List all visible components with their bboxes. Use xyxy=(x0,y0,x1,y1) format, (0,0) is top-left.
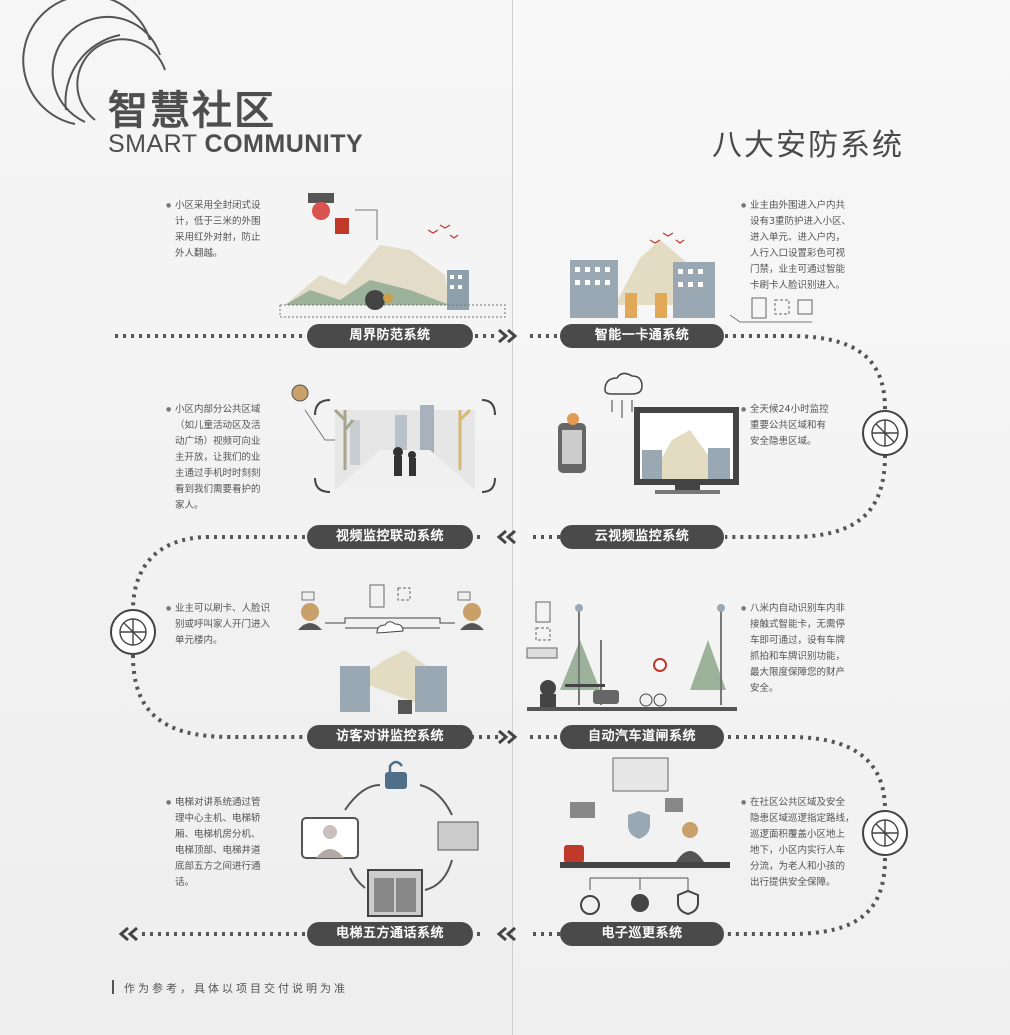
desc-line: 主开放，让我们的业 xyxy=(175,452,261,463)
desc-line: 最大限度保障您的财产 xyxy=(750,667,846,678)
page-heading: 八大安防系统 xyxy=(712,128,904,163)
system-desc-patrol: 在社区公共区域及安全 隐患区域巡逻指定路线， 巡逻面积覆盖小区地上 地下，小区内… xyxy=(741,795,875,891)
gate-scene xyxy=(526,601,737,711)
system-label-smartcard: 智能一卡通系统 xyxy=(560,324,724,348)
elevator-scene xyxy=(301,760,479,917)
intercom-scene xyxy=(298,584,484,714)
desc-line: 卡刷卡人脸识别进入。 xyxy=(750,280,846,291)
brand-title-en: SMART COMMUNITY xyxy=(108,130,363,159)
desc-line: 重要公共区域和有 xyxy=(750,420,827,431)
desc-line: 底部五方之间进行通 xyxy=(175,861,261,872)
desc-line: 厢、电梯机房分机、 xyxy=(175,829,261,840)
perimeter-scene xyxy=(279,193,506,318)
desc-line: 采用红外对射，防止 xyxy=(175,232,261,243)
desc-line: 外人翻越。 xyxy=(175,248,223,259)
system-label-perimeter: 周界防范系统 xyxy=(307,324,473,348)
page-divider xyxy=(512,0,513,1035)
patrol-scene xyxy=(560,757,730,916)
system-label-video-linkage: 视频监控联动系统 xyxy=(307,525,473,549)
desc-line: 门禁，业主可通过智能 xyxy=(750,264,846,275)
system-label-elevator: 电梯五方通话系统 xyxy=(307,922,473,946)
desc-line: 业主可以刷卡、人脸识 xyxy=(175,603,271,614)
system-label-barrier-gate: 自动汽车道闸系统 xyxy=(560,725,724,749)
desc-line: 进入单元、进入户内， xyxy=(750,232,846,243)
system-desc-smartcard: 业主由外围进入户内共 设有3重防护进入小区、 进入单元、进入户内， 人行入口设置… xyxy=(741,198,880,294)
desc-line: 看到我们需要看护的 xyxy=(175,484,261,495)
system-desc-cloud-video: 全天候24小时监控 重要公共区域和有 安全隐患区域。 xyxy=(741,402,860,450)
desc-line: 地下，小区内实行人车 xyxy=(750,845,846,856)
smartcard-scene xyxy=(570,232,813,323)
desc-line: 车即可通过，设有车牌 xyxy=(750,635,846,646)
system-label-patrol: 电子巡更系统 xyxy=(560,922,724,946)
desc-line: 设有3重防护进入小区、 xyxy=(750,216,852,227)
system-label-visitor-intercom: 访客对讲监控系统 xyxy=(307,725,473,749)
desc-line: 安全隐患区域。 xyxy=(750,436,817,447)
footnote: 作为参考，具体以项目交付说明为准 xyxy=(124,982,348,995)
desc-line: 业主由外围进入户内共 xyxy=(750,200,846,211)
dotted-route xyxy=(115,334,887,936)
desc-line: 动广场）视频可向业 xyxy=(175,436,261,447)
desc-line: （如儿童活动区及活 xyxy=(175,420,261,431)
desc-line: 巡逻面积覆盖小区地上 xyxy=(750,829,846,840)
desc-line: 理中心主机、电梯轿 xyxy=(175,813,261,824)
desc-line: 接触式智能卡，无需停 xyxy=(750,619,846,630)
video-linkage-scene xyxy=(291,384,496,493)
chevron-icons xyxy=(118,328,518,942)
desc-line: 八米内自动识别车内非 xyxy=(750,603,846,614)
system-desc-visitor-intercom: 业主可以刷卡、人脸识 别或呼叫家人开门进入 单元楼内。 xyxy=(166,601,290,649)
desc-line: 别或呼叫家人开门进入 xyxy=(175,619,271,630)
system-label-cloud-video: 云视频监控系统 xyxy=(560,525,724,549)
desc-line: 分流，为老人和小孩的 xyxy=(750,861,846,872)
desc-line: 安全。 xyxy=(750,683,779,694)
desc-line: 家人。 xyxy=(175,500,204,511)
desc-line: 话。 xyxy=(175,877,195,888)
desc-line: 人行入口设置彩色可视 xyxy=(750,248,846,259)
system-desc-perimeter: 小区采用全封闭式设 计，低于三米的外围 采用红外对射，防止 外人翻越。 xyxy=(166,198,285,262)
footnote-bar xyxy=(112,980,114,994)
desc-line: 小区内部分公共区域 xyxy=(175,404,261,415)
desc-line: 计，低于三米的外围 xyxy=(175,216,261,227)
desc-line: 出行提供安全保障。 xyxy=(750,877,836,888)
logo-arcs-icon xyxy=(22,0,166,125)
system-desc-barrier-gate: 八米内自动识别车内非 接触式智能卡，无需停 车即可通过，设有车牌 抓拍和车牌识别… xyxy=(741,601,870,697)
desc-line: 电梯顶部、电梯井道 xyxy=(175,845,261,856)
desc-line: 小区采用全封闭式设 xyxy=(175,200,261,211)
desc-line: 隐患区域巡逻指定路线， xyxy=(750,813,855,824)
desc-line: 在社区公共区域及安全 xyxy=(750,797,846,808)
system-desc-elevator: 电梯对讲系统通过管 理中心主机、电梯轿 厢、电梯机房分机、 电梯顶部、电梯井道 … xyxy=(166,795,290,891)
desc-line: 主通过手机时时刻刻 xyxy=(175,468,261,479)
desc-line: 全天候24小时监控 xyxy=(750,404,829,415)
system-desc-video-linkage: 小区内部分公共区域 （如儿童活动区及活 动广场）视频可向业 主开放，让我们的业 … xyxy=(166,402,285,514)
desc-line: 单元楼内。 xyxy=(175,635,223,646)
brand-title-en-bold: COMMUNITY xyxy=(204,130,364,158)
brand-title-cn: 智慧社区 xyxy=(108,88,276,134)
cloud-video-scene xyxy=(558,372,739,494)
desc-line: 电梯对讲系统通过管 xyxy=(175,797,261,808)
desc-line: 抓拍和车牌识别功能， xyxy=(750,651,846,662)
brand-title-en-light: SMART xyxy=(108,130,205,158)
